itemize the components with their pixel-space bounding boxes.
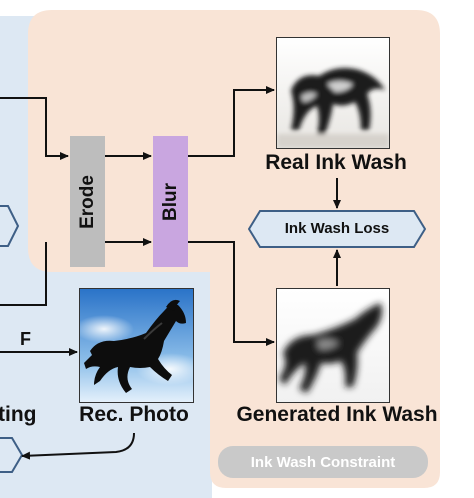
real-ink-wash-image — [276, 37, 390, 149]
arrow-rec-photo-return — [21, 432, 135, 460]
ink-wash-loss-label: Ink Wash Loss — [284, 220, 390, 237]
real-ink-wash-label: Real Ink Wash — [265, 151, 407, 174]
left-cut-hexagon — [0, 205, 20, 247]
rec-photo-label: Rec. Photo — [79, 403, 189, 426]
generated-ink-wash-image — [276, 288, 390, 403]
blur-box: Blur — [153, 136, 188, 267]
edge-label-f: F — [20, 329, 31, 349]
erode-box: Erode — [70, 136, 105, 267]
generated-ink-wash-label: Generated Ink Wash — [236, 403, 438, 426]
arrow-blur-to-generated — [188, 241, 275, 346]
arrow-blur-to-real — [188, 86, 275, 157]
rec-photo-image — [79, 288, 194, 403]
arrow-input-to-erode-top — [0, 97, 69, 160]
ink-wash-loss-shape — [248, 210, 426, 248]
ink-wash-constraint-pill: Ink Wash Constraint — [218, 446, 428, 478]
left-cut-label: ting — [0, 403, 37, 426]
line-input-bottom — [0, 242, 47, 306]
